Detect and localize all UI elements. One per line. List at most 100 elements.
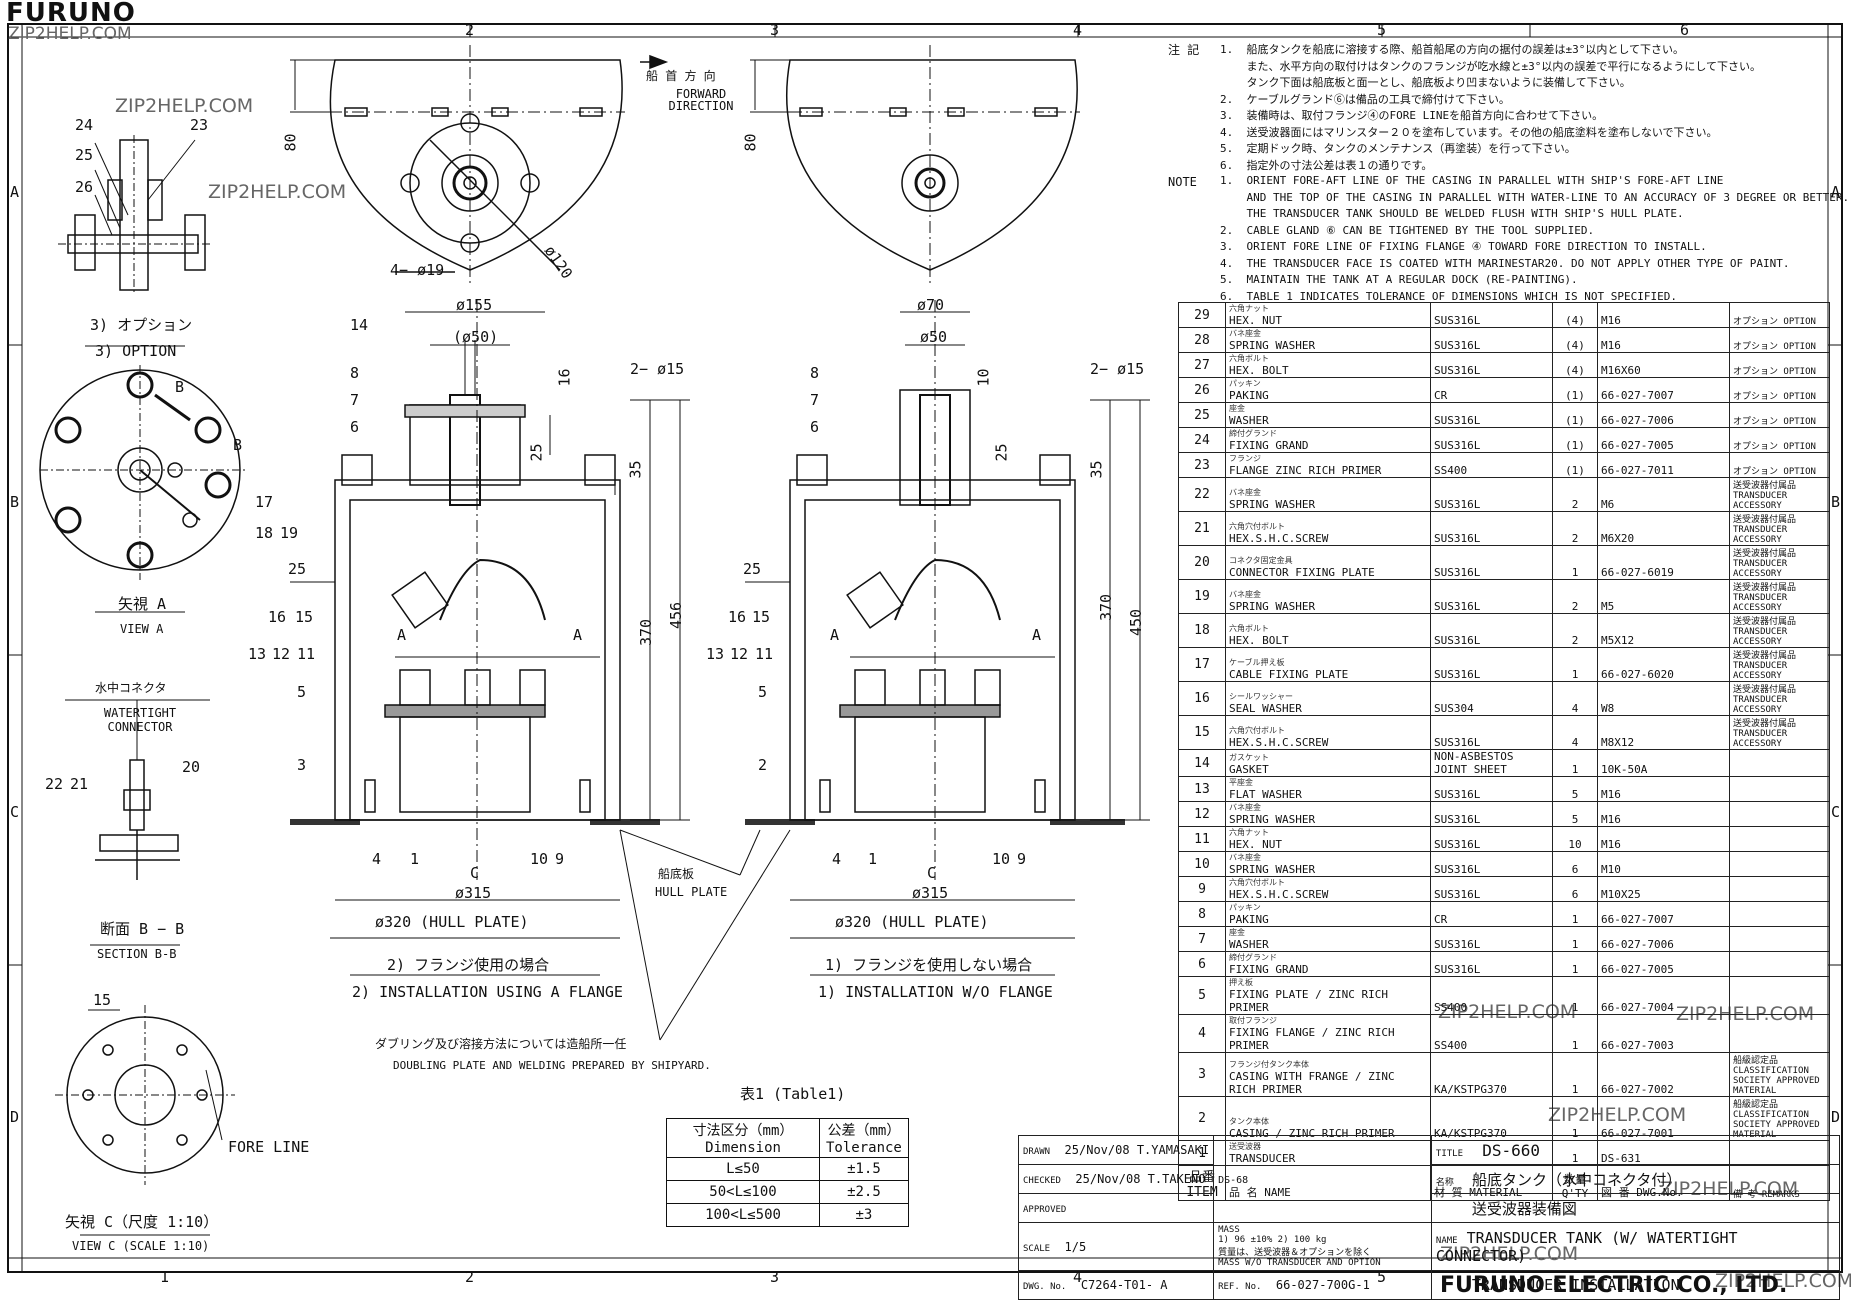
parts-cell: 66-027-7006 bbox=[1597, 402, 1730, 428]
parts-cell: SUS316L bbox=[1430, 876, 1553, 902]
parts-jp: 六角ボルト bbox=[1229, 354, 1269, 363]
parts-jp: コネクタ固定金具 bbox=[1229, 556, 1293, 565]
dim: 25 bbox=[527, 443, 546, 462]
parts-cell: (4) bbox=[1552, 352, 1598, 378]
parts-cell: NON-ASBESTOS JOINT SHEET bbox=[1430, 749, 1553, 777]
notes-en: 1. ORIENT FORE-AFT LINE OF THE CASING IN… bbox=[1220, 173, 1849, 305]
parts-jp: ガスケット bbox=[1229, 753, 1269, 762]
install-noflange-en: 1) INSTALLATION W/O FLANGE bbox=[818, 983, 1053, 1001]
tag: 1 bbox=[410, 850, 420, 868]
section-a: A bbox=[573, 626, 583, 644]
parts-cell: 66-027-7007 bbox=[1597, 901, 1730, 927]
holes: 2− ø15 bbox=[630, 360, 685, 378]
tag: 15 bbox=[295, 608, 314, 626]
parts-cell: 22 bbox=[1178, 477, 1226, 512]
forward-jp: 船 首 方 向 bbox=[646, 69, 716, 83]
brand-logo: FURUNO bbox=[6, 0, 136, 28]
parts-cell: SS400 bbox=[1430, 976, 1553, 1015]
tag: 11 bbox=[297, 645, 316, 663]
parts-cell: M8X12 bbox=[1597, 715, 1730, 750]
label: TITLE bbox=[1435, 1148, 1463, 1159]
grid-col: 2 bbox=[465, 21, 475, 39]
parts-jp: パッキン bbox=[1229, 903, 1261, 912]
parts-cell: M5 bbox=[1597, 579, 1730, 614]
grid-row: B bbox=[1831, 493, 1841, 511]
dim: 456 bbox=[667, 601, 686, 630]
dim: (ø50) bbox=[453, 328, 499, 346]
parts-cell: 25 bbox=[1178, 402, 1226, 428]
parts-jp: 座金 bbox=[1229, 928, 1245, 937]
parts-cell bbox=[1729, 1014, 1830, 1053]
parts-cell: 5 bbox=[1552, 801, 1598, 827]
parts-cell: 1 bbox=[1552, 1096, 1598, 1141]
parts-cell: 船級認定品 CLASSIFICATION SOCIETY APPROVED MA… bbox=[1729, 1096, 1830, 1141]
label: 名称 bbox=[1435, 1177, 1454, 1188]
parts-cell: 2 bbox=[1552, 613, 1598, 648]
dim: ø315 bbox=[455, 884, 492, 902]
parts-jp: フランジ付タンク本体 bbox=[1229, 1060, 1309, 1069]
parts-jp: 六角ナット bbox=[1229, 304, 1269, 313]
scale: 1/5 bbox=[1064, 1239, 1087, 1254]
tag: 21 bbox=[70, 775, 89, 793]
note-line: 5. 定期ドック時、タンクのメンテナンス（再塗装）を行って下さい。 bbox=[1220, 142, 1576, 155]
parts-cell: SUS316L bbox=[1430, 402, 1553, 428]
parts-cell: 1 bbox=[1552, 1052, 1598, 1097]
parts-cell bbox=[1729, 926, 1830, 952]
parts-cell: 1 bbox=[1552, 545, 1598, 580]
parts-cell: SUS316L bbox=[1430, 545, 1553, 580]
install-flange-drawing bbox=[290, 300, 690, 976]
grid-col: 3 bbox=[770, 1268, 780, 1286]
tag: 15 bbox=[752, 608, 771, 626]
install-noflange-jp: 1) フランジを使用しない場合 bbox=[825, 956, 1033, 974]
parts-cell: 1 bbox=[1552, 976, 1598, 1015]
drawing-title: DS-660 bbox=[1482, 1140, 1541, 1160]
label: DWG. No. bbox=[1023, 1282, 1067, 1292]
parts-cell: SUS316L bbox=[1430, 427, 1553, 453]
parts-cell: 6 bbox=[1178, 951, 1226, 977]
tag: 13 bbox=[706, 645, 725, 663]
tag: 17 bbox=[255, 493, 274, 511]
parts-cell: 66-027-7004 bbox=[1597, 976, 1730, 1015]
parts-cell: 2 bbox=[1552, 511, 1598, 546]
dim: 10 bbox=[974, 368, 993, 387]
parts-cell: SUS316L bbox=[1430, 327, 1553, 353]
watermark: ZIP2HELP.COM bbox=[208, 181, 347, 203]
parts-cell: 66-027-7005 bbox=[1597, 951, 1730, 977]
parts-cell: 送受波器付属品 TRANSDUCER ACCESSORY bbox=[1729, 647, 1830, 682]
tag: 12 bbox=[272, 645, 291, 663]
parts-cell: M5X12 bbox=[1597, 613, 1730, 648]
notes-jp: 1. 船底タンクを船底に溶接する際、船首船尾の方向の据付の誤差は±3°以内として… bbox=[1220, 42, 1761, 174]
mass-note-jp: 質量は、送受波器＆オプションを除く bbox=[1218, 1248, 1372, 1258]
watermark: ZIP2HELP.COM bbox=[8, 24, 132, 44]
option-title-en: 3) OPTION bbox=[95, 342, 177, 360]
note-line: 1. 船底タンクを船底に溶接する際、船首船尾の方向の据付の誤差は±3°以内として… bbox=[1220, 43, 1685, 56]
mass-note-en: MASS W/O TRANSDUCER AND OPTION bbox=[1218, 1258, 1381, 1268]
parts-jp: バネ座金 bbox=[1229, 803, 1261, 812]
dim: ø315 bbox=[912, 884, 949, 902]
parts-cell: SUS316L bbox=[1430, 613, 1553, 648]
parts-jp: 締付グランド bbox=[1229, 953, 1277, 962]
parts-cell bbox=[1729, 749, 1830, 777]
note-line: また、水平方向の取付けはタンクのフランジが吃水線と±3°以内の誤差で平行になるよ… bbox=[1220, 59, 1762, 73]
grid-row: D bbox=[1831, 1108, 1841, 1126]
dim: ø320 (HULL PLATE) bbox=[375, 913, 529, 931]
parts-cell: M16 bbox=[1597, 302, 1730, 328]
parts-cell: 66-027-6020 bbox=[1597, 647, 1730, 682]
name-jp: 船底タンク（水中コネクタ付） bbox=[1471, 1170, 1682, 1189]
tag: 14 bbox=[350, 316, 369, 334]
parts-cell: 28 bbox=[1178, 327, 1226, 353]
label: NAME bbox=[1435, 1235, 1458, 1246]
